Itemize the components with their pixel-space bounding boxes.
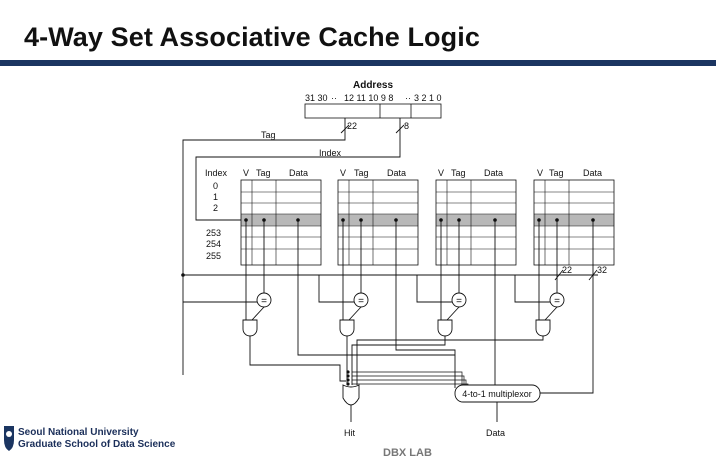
way-1-grid — [241, 180, 321, 265]
cache-way-3: V Tag Data = — [351, 168, 517, 385]
row-label-2: 2 — [213, 203, 218, 213]
mux-box — [454, 384, 541, 403]
way-1-tag-header: Tag — [256, 168, 271, 178]
way-3-grid — [436, 180, 516, 265]
way-1-compare-out — [251, 306, 265, 321]
data-width-slash — [588, 269, 598, 281]
way-2-grid — [338, 180, 418, 265]
select-junction-2 — [346, 374, 350, 378]
cache-way-4: V Tag Data = — [356, 168, 615, 394]
way-4-table — [533, 179, 615, 266]
way-4-data-header: Data — [583, 168, 602, 178]
way-2-comparator-symbol: = — [358, 296, 364, 307]
way-4-compare-out — [544, 306, 558, 321]
index-label: Index — [319, 148, 342, 158]
hit-or-gate — [342, 384, 360, 406]
way-1-and-gate — [242, 319, 258, 337]
way-3-address-tag-in — [416, 275, 453, 303]
way-3-data-header: Data — [484, 168, 503, 178]
data-width-label: 32 — [597, 265, 607, 275]
row-label-255: 255 — [206, 251, 221, 261]
university-name: Seoul National University Graduate Schoo… — [18, 427, 175, 451]
address-bit-3-0: 3 2 1 0 — [414, 93, 442, 103]
page-title: 4-Way Set Associative Cache Logic — [24, 22, 480, 52]
way-3-and-gate — [437, 319, 453, 337]
way-3-table — [435, 179, 517, 266]
way-1-data-line — [297, 220, 455, 356]
way-2-compare-out — [348, 306, 362, 321]
way-4-v-header: V — [537, 168, 543, 178]
row-label-253: 253 — [206, 228, 221, 238]
tag-width-label: 22 — [562, 265, 572, 275]
way-3-compare-out — [446, 306, 460, 321]
tag-bit-width: 22 — [347, 121, 357, 131]
way-4-grid — [534, 180, 614, 265]
way-3-tag-header: Tag — [451, 168, 466, 178]
lab-name: DBX LAB — [383, 447, 432, 459]
university-line-1: Seoul National University — [18, 427, 139, 438]
way-4-highlight-row — [534, 214, 614, 226]
row-label-254: 254 — [206, 239, 221, 249]
way-2-v-header: V — [340, 168, 346, 178]
way-1-table — [240, 179, 322, 266]
address-bit-ellipsis-2: ·· — [405, 93, 411, 103]
way-1-highlight-row — [241, 214, 321, 226]
cache-way-2: V Tag Data = — [318, 168, 456, 388]
way-2-tag-header: Tag — [354, 168, 369, 178]
way-4-data-line — [540, 220, 594, 394]
way-4-address-tag-in — [514, 275, 551, 303]
row-label-1: 1 — [213, 192, 218, 202]
way-1-data-header: Data — [289, 168, 308, 178]
way-4-hit-line — [356, 336, 544, 385]
hit-label: Hit — [344, 428, 355, 438]
way-2-and-gate — [339, 319, 355, 337]
address-bit-ellipsis-1: ·· — [331, 93, 337, 103]
tag-bus-slash — [340, 124, 350, 134]
address-register — [304, 103, 442, 119]
data-output-label: Data — [486, 428, 505, 438]
way-4-and-gate — [535, 319, 551, 337]
address-bit-12-8: 12 11 10 9 8 — [344, 93, 393, 103]
mux-select-lines — [352, 371, 469, 385]
way-2-highlight-row — [338, 214, 418, 226]
university-logo-icon — [4, 426, 14, 451]
index-bit-width: 8 — [404, 121, 409, 131]
index-column-header: Index — [205, 168, 228, 178]
university-line-2: Graduate School of Data Science — [18, 439, 176, 450]
way-4-tag-header: Tag — [549, 168, 564, 178]
way-2-data-line — [395, 220, 456, 388]
way-1-comparator-symbol: = — [261, 296, 267, 307]
index-line — [195, 118, 401, 221]
tag-bus-junction — [181, 273, 185, 277]
tag-width-slash — [554, 269, 564, 281]
way-4-comparator-symbol: = — [554, 296, 560, 307]
index-bus-slash — [395, 124, 405, 134]
address-label: Address — [353, 80, 393, 91]
way-3-highlight-row — [436, 214, 516, 226]
tag-label: Tag — [261, 130, 276, 140]
way-3-comparator-symbol: = — [456, 296, 462, 307]
way-2-data-header: Data — [387, 168, 406, 178]
select-junction-3 — [346, 378, 350, 382]
select-junction-4 — [346, 382, 350, 386]
way-2-table — [337, 179, 419, 266]
cache-way-1: V Tag Data = — [183, 168, 455, 382]
way-3-hit-line — [351, 336, 446, 385]
mux-label: 4-to-1 multiplexor — [462, 389, 532, 399]
way-1-hit-line — [249, 336, 346, 382]
title-underline — [0, 60, 716, 66]
address-bit-31-30: 31 30 — [305, 93, 328, 103]
select-junction-1 — [346, 370, 350, 374]
way-1-v-header: V — [243, 168, 249, 178]
way-2-address-tag-in — [318, 275, 355, 303]
way-3-v-header: V — [438, 168, 444, 178]
row-label-0: 0 — [213, 181, 218, 191]
